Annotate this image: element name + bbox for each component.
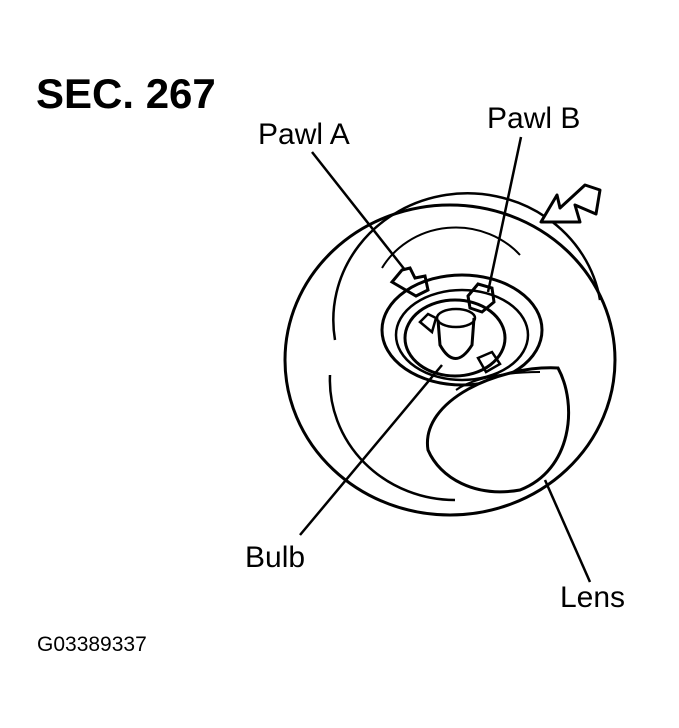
label-pawl-b: Pawl B	[487, 102, 580, 135]
lamp-socket-arc-upper	[381, 226, 521, 269]
lamp-housing-inner-arc-top	[332, 192, 602, 341]
direction-arrow-icon	[539, 183, 602, 224]
label-bulb: Bulb	[245, 541, 305, 574]
lamp-housing-outer-ring	[283, 203, 617, 517]
lens-rim-detail	[455, 371, 541, 391]
bulb-glass	[435, 307, 477, 360]
lamp-housing-inner-arc-bottom	[328, 374, 456, 502]
section-title: SEC. 267	[36, 70, 216, 117]
lens-shape	[426, 366, 570, 494]
socket-tab-right	[476, 350, 502, 374]
label-lens: Lens	[560, 581, 625, 614]
label-pawl-a: Pawl A	[258, 118, 350, 151]
leader-line-pawl-b	[486, 136, 523, 293]
leader-line-bulb	[299, 364, 443, 536]
leader-line-lens	[543, 479, 592, 583]
socket-tab-left	[418, 312, 438, 335]
leader-line-pawl-a	[311, 151, 406, 271]
pawl-b-tab	[466, 282, 496, 314]
figure-code: G03389337	[37, 633, 147, 656]
socket-flange-inner	[394, 288, 530, 382]
socket-flange	[380, 273, 544, 387]
bulb-socket-ring	[403, 298, 507, 378]
